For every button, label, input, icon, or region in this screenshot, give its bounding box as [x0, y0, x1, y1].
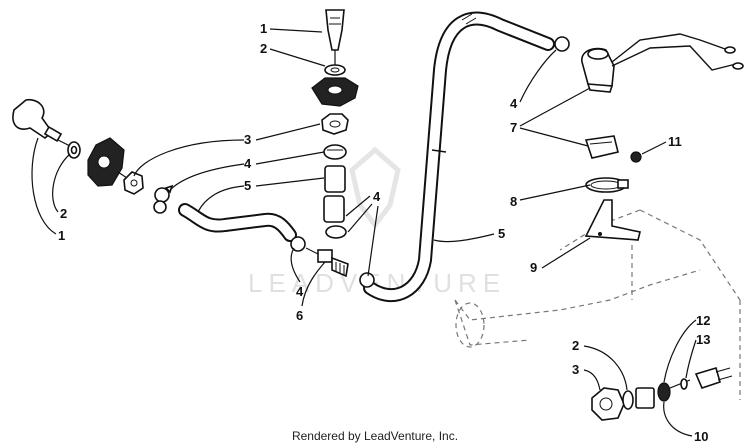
- washer-left: [67, 141, 81, 159]
- svg-text:4: 4: [510, 96, 518, 111]
- tee-fitting: [305, 247, 349, 278]
- callout-4-center-a: 4: [169, 151, 325, 191]
- svg-text:4: 4: [296, 284, 304, 299]
- washer-top: [324, 64, 346, 76]
- svg-text:13: 13: [696, 332, 710, 347]
- clamp-tee-left: [290, 236, 306, 252]
- svg-text:2: 2: [572, 338, 579, 353]
- svg-text:6: 6: [296, 308, 303, 323]
- valve-plate-left: [87, 137, 125, 187]
- clamp-center-bottom: [325, 225, 347, 239]
- callout-12: 12: [663, 313, 710, 383]
- callout-5-right: 5: [433, 226, 505, 243]
- callout-6: 6: [296, 261, 326, 323]
- svg-text:2: 2: [60, 206, 67, 221]
- fuel-pump: [554, 36, 615, 93]
- nut-left: [123, 171, 144, 195]
- svg-text:5: 5: [244, 178, 251, 193]
- callout-3-center: 3: [133, 123, 321, 177]
- callout-4-center-b: 4: [345, 189, 381, 277]
- callout-3-bottom: 3: [572, 362, 601, 391]
- svg-text:11: 11: [668, 134, 682, 149]
- pump-bracket-clip: [584, 135, 619, 159]
- clamp-center-top: [323, 144, 347, 160]
- clamp-tee-right: [359, 272, 375, 288]
- svg-text:2: 2: [260, 41, 267, 56]
- svg-text:7: 7: [510, 120, 517, 135]
- svg-text:1: 1: [58, 228, 65, 243]
- callout-2-bottom: 2: [572, 338, 628, 391]
- nut-center: [321, 113, 349, 135]
- svg-text:3: 3: [572, 362, 579, 377]
- footer-credit: Rendered by LeadVenture, Inc.: [291, 429, 459, 443]
- callout-11: 11: [641, 134, 682, 155]
- clamp-left-lower: [153, 200, 167, 214]
- chassis-frame-outline: [454, 209, 741, 400]
- clamp-left-upper: [154, 184, 174, 203]
- svg-text:4: 4: [244, 156, 252, 171]
- callout-1-left: 1: [31, 137, 65, 243]
- callout-13: 13: [685, 332, 710, 379]
- svg-text:1: 1: [260, 21, 267, 36]
- mounting-bracket: [584, 199, 641, 241]
- callout-2-left: 2: [52, 153, 71, 221]
- valve-plate-top: [311, 77, 359, 107]
- callout-7: 7: [510, 87, 591, 147]
- fuel-hose-short: [178, 203, 297, 242]
- callout-4-left: 4: [290, 247, 304, 299]
- callout-1-top: 1: [260, 21, 323, 36]
- fuel-hose-long: [363, 11, 555, 303]
- svg-text:3: 3: [244, 132, 251, 147]
- callout-2-top: 2: [260, 41, 326, 67]
- fitting-assembly-bottom: [591, 367, 733, 421]
- hose-segment-center-lower: [323, 195, 345, 223]
- valve-stem-top: [325, 9, 345, 66]
- svg-text:10: 10: [694, 429, 708, 444]
- grommet-11: [630, 151, 642, 163]
- hose-segment-center-upper: [324, 165, 346, 193]
- svg-text:5: 5: [498, 226, 505, 241]
- svg-text:12: 12: [696, 313, 710, 328]
- svg-text:8: 8: [510, 194, 517, 209]
- callout-10: 10: [663, 401, 708, 444]
- svg-text:4: 4: [373, 189, 381, 204]
- pump-clamp: [585, 177, 629, 193]
- callout-4-right: 4: [510, 49, 557, 111]
- callout-9: 9: [530, 237, 591, 275]
- pump-wiring: [611, 33, 744, 71]
- callout-5-center: 5: [197, 177, 325, 213]
- valve-knob-left: [12, 98, 79, 151]
- svg-text:9: 9: [530, 260, 537, 275]
- callout-8: 8: [510, 184, 591, 209]
